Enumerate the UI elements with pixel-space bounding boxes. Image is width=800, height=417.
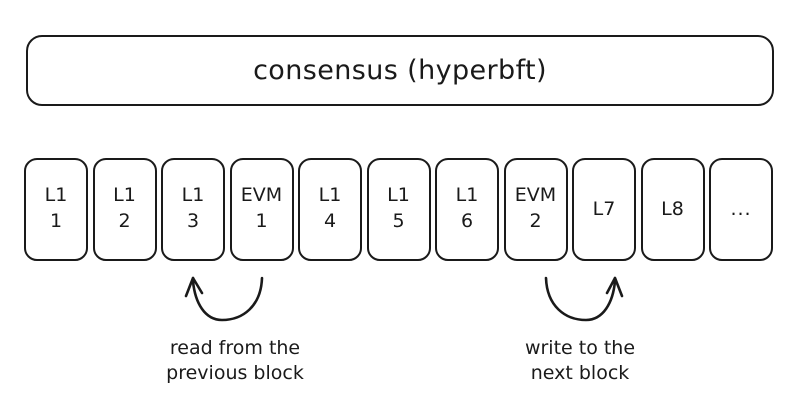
block-ellipsis[interactable]: ...	[709, 158, 773, 261]
block-l1-1[interactable]: L1 1	[24, 158, 88, 261]
block-index: 6	[460, 210, 474, 232]
block-evm-1[interactable]: EVM 1	[229, 158, 294, 261]
block-l1-4[interactable]: L1 4	[298, 158, 362, 261]
block-l1-5[interactable]: L1 5	[366, 158, 431, 261]
write-annotation-caption: write to the next block	[460, 336, 700, 386]
write-caption-line-2: next block	[530, 362, 630, 384]
block-index: 1	[255, 210, 268, 232]
block-label: L1	[113, 184, 136, 206]
block-l1-6[interactable]: L1 6	[435, 158, 499, 261]
block-label: EVM	[240, 184, 283, 206]
block-label: EVM	[514, 184, 557, 206]
block-index: 4	[323, 210, 337, 232]
block-sequence: L1 1 L1 2 L1 3 EVM 1 L1 4 L1 5 L1 6 EVM	[24, 158, 778, 261]
block-label: L8	[661, 198, 684, 220]
block-label: L1	[455, 184, 479, 206]
block-label: L1	[181, 184, 205, 206]
block-label: L1	[387, 184, 410, 206]
block-index: 3	[186, 210, 200, 232]
ellipsis-icon: ...	[730, 198, 752, 220]
block-l1-3[interactable]: L1 3	[161, 158, 225, 261]
block-label: L7	[592, 198, 616, 220]
consensus-bar: consensus (hyperbft)	[26, 35, 774, 106]
read-caption-line-2: previous block	[166, 362, 304, 384]
read-arrow-curve	[191, 276, 264, 322]
block-l7[interactable]: L7	[572, 158, 636, 261]
block-evm-2[interactable]: EVM 2	[503, 158, 568, 261]
block-index: 5	[392, 210, 405, 232]
write-caption-line-1: write to the	[524, 337, 636, 359]
write-arrow-head-icon	[605, 276, 624, 298]
block-index: 2	[118, 210, 131, 232]
read-arrow-head-icon	[184, 276, 204, 298]
consensus-title: consensus (hyperbft)	[253, 55, 547, 86]
block-index: 1	[49, 210, 63, 232]
read-annotation-caption: read from the previous block	[115, 336, 355, 386]
block-l1-2[interactable]: L1 2	[92, 158, 157, 261]
write-arrow-curve	[544, 276, 617, 322]
block-l8[interactable]: L8	[640, 158, 705, 261]
block-index: 2	[529, 210, 542, 232]
block-label: L1	[44, 184, 68, 206]
block-label: L1	[318, 184, 342, 206]
read-caption-line-1: read from the	[169, 337, 301, 359]
